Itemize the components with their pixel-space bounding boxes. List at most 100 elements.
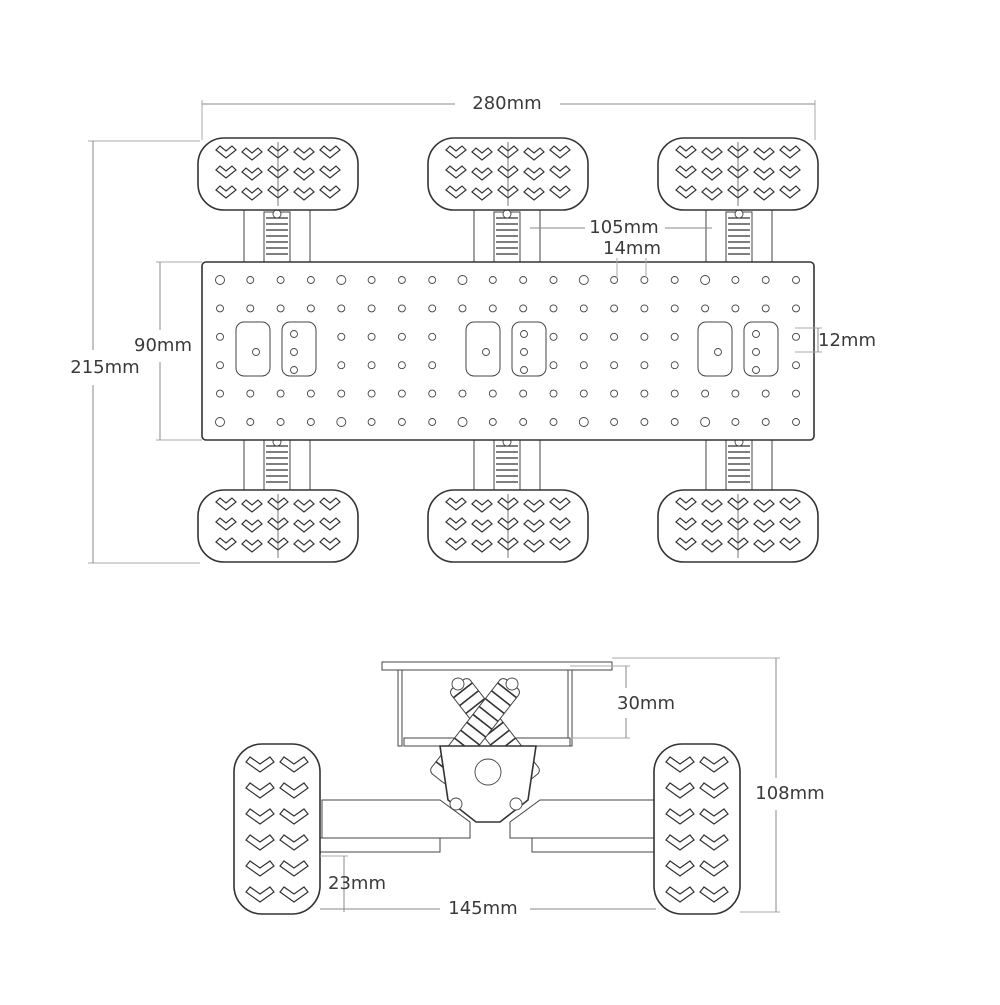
plate-hole <box>700 417 711 427</box>
plate-hole <box>337 389 346 398</box>
plate-hole <box>640 418 649 426</box>
front-wheel-left <box>233 743 321 915</box>
plate-hole <box>640 304 649 313</box>
dim-plate-width-label: 90mm <box>134 335 192 356</box>
plate-hole <box>367 361 376 370</box>
plate-hole <box>761 276 770 284</box>
struts-bottom <box>243 437 773 493</box>
plate-hole <box>428 332 437 341</box>
plate-hole <box>761 418 770 426</box>
plate-hole <box>549 304 558 313</box>
plate-hole <box>306 304 315 313</box>
plate-hole <box>246 389 255 398</box>
plate-hole <box>457 417 468 427</box>
plate-hole <box>670 418 679 426</box>
plate-hole <box>397 389 406 398</box>
plate-hole <box>458 389 467 398</box>
dim-shock-height-label: 30mm <box>617 693 675 714</box>
plate-hole <box>761 389 770 398</box>
plate-hole <box>276 304 285 313</box>
plate-hole <box>640 332 649 341</box>
plate-hole <box>276 276 285 284</box>
plate-hole <box>246 304 255 313</box>
wheel-middle-right <box>427 489 589 563</box>
plate-hole <box>306 418 315 426</box>
struts-top <box>243 209 773 265</box>
plate-hole <box>610 332 619 341</box>
wheel-middle-left <box>427 137 589 211</box>
plate-hole <box>731 389 740 398</box>
plate-hole <box>336 417 347 427</box>
plate-hole <box>610 304 619 313</box>
plate-hole <box>640 361 649 370</box>
plate-hole <box>792 361 800 370</box>
dim-hole-pitch-small-label: 12mm <box>818 330 876 351</box>
dim-wheel-spacing-label: 105mm <box>589 217 658 238</box>
plate-hole <box>367 276 376 284</box>
top-view: 280mm 215mm 90mm <box>70 93 876 564</box>
front-swing-arm-left <box>319 799 471 853</box>
plate-hole <box>367 304 376 313</box>
dim-track-label: 145mm <box>448 898 517 919</box>
front-swing-arm-right <box>509 799 657 853</box>
dim-length-label: 280mm <box>472 93 541 114</box>
plate-hole <box>246 276 255 284</box>
plate-hole <box>578 275 589 285</box>
plate-hole <box>549 332 558 341</box>
plate-hole <box>670 361 679 370</box>
plate-hole <box>701 304 710 313</box>
plate-hole <box>579 304 588 313</box>
plate-hole <box>216 389 224 398</box>
plate-hole <box>579 389 588 398</box>
plate-hole <box>610 389 619 398</box>
plate-hole <box>610 276 619 284</box>
plate-hole <box>488 418 497 426</box>
plate-hole <box>367 389 376 398</box>
wheel-rear-left <box>657 137 819 211</box>
plate-hole <box>458 304 467 313</box>
plate-hole <box>276 418 285 426</box>
plate-hole <box>428 389 437 398</box>
plate-hole <box>397 361 406 370</box>
front-center-bracket <box>439 745 537 823</box>
plate-hole <box>731 418 740 426</box>
plate-hole <box>397 418 406 426</box>
plate-hole <box>792 389 800 398</box>
plate-hole <box>640 276 649 284</box>
plate-hole <box>519 276 528 284</box>
front-view: 30mm 108mm 23mm 145mm <box>233 657 825 919</box>
plate-hole <box>428 304 437 313</box>
plate-hole-grid <box>215 275 800 427</box>
dim-height: 108mm <box>612 657 825 913</box>
plate-hole <box>216 361 224 370</box>
wheel-front-left <box>197 137 359 211</box>
dim-hole-pitch-label: 14mm <box>603 238 661 259</box>
plate-hole <box>731 276 740 284</box>
plate-hole <box>215 275 225 285</box>
dim-width: 215mm <box>70 140 200 564</box>
dim-plate-width: 90mm <box>134 261 202 441</box>
plate-hole <box>670 304 679 313</box>
plate-hole <box>579 332 588 341</box>
plate-hole <box>519 389 528 398</box>
dim-track: 145mm <box>320 898 656 919</box>
plate-hole <box>670 332 679 341</box>
chassis-plate <box>201 261 815 441</box>
plate-hole <box>549 361 558 370</box>
dim-hole-pitch: 14mm <box>603 238 661 278</box>
dim-wheel-spacing: 105mm <box>530 217 712 238</box>
plate-hole <box>700 275 711 285</box>
plate-hole <box>610 361 619 370</box>
motor-bracket-front <box>235 321 317 377</box>
plate-hole <box>519 304 528 313</box>
plate-hole <box>216 304 224 313</box>
plate-hole <box>246 418 255 426</box>
plate-hole <box>488 389 497 398</box>
plate-hole <box>336 275 347 285</box>
plate-hole <box>519 418 528 426</box>
plate-hole <box>488 276 497 284</box>
plate-hole <box>337 361 346 370</box>
plate-hole <box>792 276 800 284</box>
plate-hole <box>792 304 800 313</box>
